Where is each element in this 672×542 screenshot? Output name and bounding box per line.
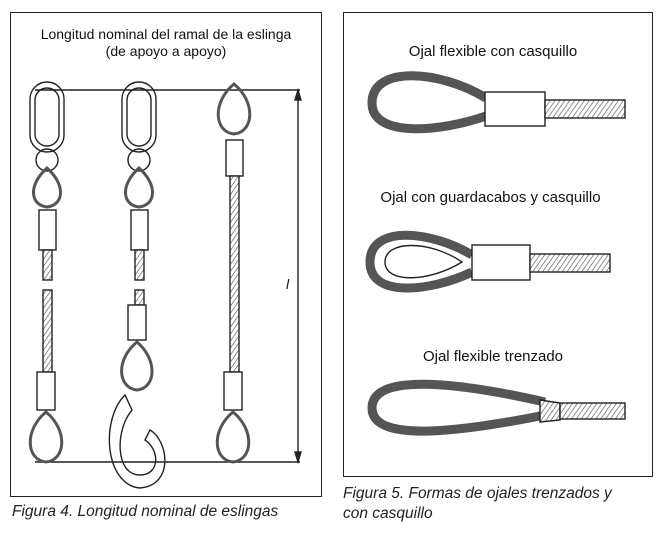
figure-5-frame — [343, 12, 653, 477]
sling-master-link-thimble — [28, 81, 65, 464]
thimble-eye-ferrule — [365, 230, 611, 293]
figure-4-frame — [10, 12, 322, 497]
dimension-lines — [35, 87, 302, 465]
sling-thimble-both-ends — [215, 82, 252, 464]
figure-5-label-3: Ojal flexible trenzado — [422, 348, 564, 365]
figure-5-label-1: Ojal flexible con casquillo — [408, 43, 578, 60]
figure-4-title-line-2: (de apoyo a apoyo) — [105, 43, 227, 59]
figure-5-label-2: Ojal con guardacabos y casquillo — [380, 189, 601, 206]
figure-4-title-line-1: Longitud nominal del ramal de la eslinga — [40, 26, 292, 42]
dimension-label: l — [286, 276, 290, 292]
flexible-eye-braided — [367, 379, 626, 436]
figure-5-caption-line-1: Figura 5. Formas de ojales trenzados y — [343, 485, 612, 502]
flexible-eye-ferrule — [367, 71, 626, 134]
figure-5-caption-line-2: con casquillo — [343, 505, 433, 522]
sling-master-link-hook — [108, 81, 166, 489]
figure-4-caption: Figura 4. Longitud nominal de eslingas — [12, 503, 279, 520]
